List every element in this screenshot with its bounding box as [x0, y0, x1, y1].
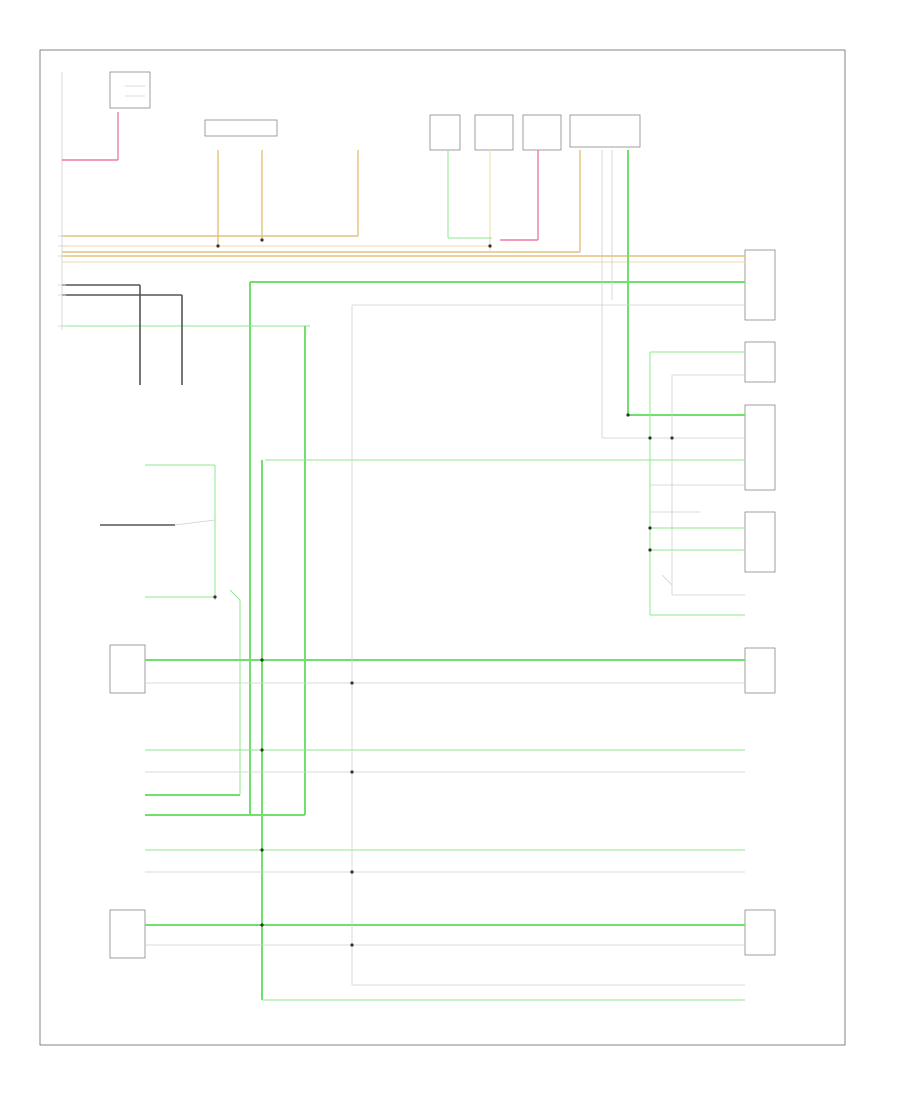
top-modules	[204, 114, 641, 151]
orange-wires	[62, 150, 745, 263]
splice-points	[213, 238, 674, 947]
left-components	[109, 644, 146, 959]
left-pin-ticks	[58, 235, 66, 327]
right-components	[744, 249, 776, 956]
diagram-frame	[39, 49, 846, 1046]
black-wires	[62, 284, 216, 526]
top-left-fuse-block	[61, 71, 151, 330]
green-wires	[62, 150, 745, 1001]
gray-wires	[145, 150, 745, 986]
